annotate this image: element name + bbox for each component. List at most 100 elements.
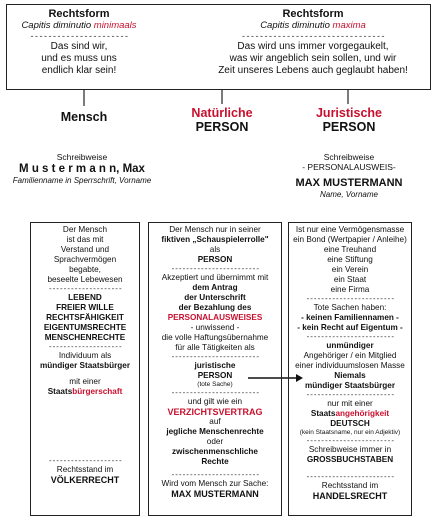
box-middle-line-1: Der Mensch nur in seiner — [169, 225, 261, 234]
box-left-individuum: Individuum als — [58, 351, 112, 360]
box-middle-zwischenmenschliche: zwischenmenschliche — [171, 447, 258, 456]
box-right-intro-1: Ist nur eine Vermögensmasse — [295, 225, 405, 234]
box-left-bold-2: FREIER WILLE — [56, 303, 114, 312]
box-right-divider-1: - - - - - - - - - - - - - - - - - - - - … — [306, 295, 394, 303]
box-middle-rechte: Rechte — [201, 457, 229, 466]
box-middle-juristische-person: PERSON — [197, 371, 233, 380]
box-left-intro-4: Sprachvermögen — [53, 255, 117, 264]
box-right-niemals: Niemals — [334, 371, 366, 380]
box-middle-haftung-1: die volle Haftungsübernahme — [161, 333, 269, 342]
box-left-divider-2: - - - - - - - - - - - - - - - - - - - - — [48, 343, 122, 351]
box-middle-haftung-2: für alle Tätigkeiten als — [175, 343, 255, 352]
box-middle-personalausweises: PERSONALAUSWEISES — [167, 313, 263, 322]
box-right-intro-3: eine Treuhand — [323, 245, 377, 254]
box-left-intro-2: ist das mit — [66, 235, 104, 244]
box-right-unmuendig: unmündiger — [326, 341, 374, 350]
box-left-divider-3: - - - - - - - - - - - - - - - - - - - - — [48, 457, 122, 465]
box-middle-verzichtsvertrag: VERZICHTSVERTRAG — [167, 407, 263, 417]
header-left-dashes: - - - - - - - - - - - - - - - - - - - - … — [30, 31, 128, 41]
box-right-kein-eigentum: - kein Recht auf Eigentum - — [297, 323, 403, 332]
box-left-intro-6: beseelte Lebewesen — [47, 275, 123, 284]
box-right-intro-2: ein Bond (Wertpapier / Anleihe) — [293, 235, 407, 244]
header-left: Rechtsform Capitis diminutio minimaals -… — [9, 8, 149, 77]
right-name-note: Name, Vorname — [320, 190, 378, 199]
box-right-divider-3: - - - - - - - - - - - - - - - - - - - - … — [306, 391, 394, 399]
box-middle-oder: oder — [206, 437, 224, 446]
box-right-staats-prefix: Staats — [310, 409, 336, 418]
header-right-line-2: was wir angeblich sein sollen, und wir — [229, 53, 397, 64]
header-left-line-3: endlich klar sein! — [41, 65, 117, 76]
box-middle-divider-3: - - - - - - - - - - - - - - - - - - - - … — [171, 389, 259, 397]
column-middle-title-1: Natürliche — [191, 106, 253, 120]
box-right-intro-5: ein Verein — [331, 265, 369, 274]
box-right: Ist nur eine Vermögensmasse ein Bond (We… — [288, 222, 412, 516]
box-middle-unterschrift: der Unterschrift — [184, 293, 246, 302]
box-middle-tote-sache: (tote Sache) — [197, 381, 233, 388]
column-right-title-2: PERSON — [322, 120, 376, 134]
header-left-line-1: Das sind wir, — [50, 41, 108, 52]
box-middle-divider-2: - - - - - - - - - - - - - - - - - - - - … — [171, 353, 259, 361]
box-right-keine-familiennamen: - keinen Familiennamen - — [301, 313, 399, 322]
box-left: Der Mensch ist das mit Verstand und Spra… — [30, 222, 140, 516]
column-middle-title-2: PERSON — [195, 120, 249, 134]
header-box: Rechtsform Capitis diminutio minimaals -… — [6, 4, 431, 90]
box-left-intro-3: Verstand und — [60, 245, 110, 254]
column-left-title: Mensch — [60, 110, 108, 124]
box-middle-max-mustermann: MAX MUSTERMANN — [171, 489, 259, 499]
box-middle-wird-vom-mensch: Wird vom Mensch zur Sache: — [161, 479, 269, 488]
header-left-subtitle-emph: minimaals — [93, 20, 137, 31]
header-right-line-1: Das wird uns immer vorgegaukelt, — [237, 41, 389, 52]
box-right-nur-mit: nur mit einer — [327, 399, 373, 408]
column-left-head: Mensch — [14, 110, 154, 124]
box-middle-akzeptiert: Akzeptiert und übernimmt mit — [161, 273, 269, 282]
column-right-title-1: Juristische — [315, 106, 382, 120]
box-left-staats-emph: bürgerschaft — [72, 387, 123, 396]
box-right-intro-7: eine Firma — [330, 285, 370, 294]
box-left-recht: VÖLKERRECHT — [50, 475, 120, 485]
box-left-bold-4: EIGENTUMSRECHTE — [43, 323, 127, 332]
header-left-line-2: und es muss uns — [41, 53, 117, 64]
box-middle-bezahlung: der Bezahlung des — [178, 303, 252, 312]
header-left-subtitle: Capitis diminutio minimaals — [9, 20, 149, 32]
box-middle-und-gilt: und gilt wie ein — [187, 397, 243, 406]
box-right-staats-emph: angehörigkeit — [335, 409, 390, 418]
header-left-title: Rechtsform — [48, 8, 110, 20]
left-name-note: Familienname in Sperrschrift, Vorname — [12, 176, 152, 185]
header-left-subtitle-prefix: Capitis diminutio — [21, 20, 94, 31]
box-right-rechtsstand: Rechtsstand im — [321, 481, 379, 490]
box-right-divider-2: - - - - - - - - - - - - - - - - - - - - … — [306, 333, 394, 341]
box-left-divider-1: - - - - - - - - - - - - - - - - - - - - — [48, 285, 122, 293]
box-right-divider-5: - - - - - - - - - - - - - - - - - - - - … — [306, 473, 394, 481]
box-middle-person: PERSON — [197, 255, 233, 264]
box-middle-unwissend: - unwissend - — [190, 323, 240, 332]
box-right-grossbuchstaben: GROSSBUCHSTABEN — [306, 455, 394, 464]
box-left-staats-prefix: Staats — [47, 387, 73, 396]
box-left-mit: mit einer — [69, 377, 101, 386]
column-middle-head: Natürliche PERSON — [160, 106, 284, 134]
box-middle-divider-1: - - - - - - - - - - - - - - - - - - - - … — [171, 265, 259, 273]
header-right-line-3: Zeit unseres Lebens auch geglaubt haben! — [218, 65, 408, 76]
box-right-angehoeriger-2: einer individuumslosen Masse — [295, 361, 405, 370]
box-right-niemals-staatsbuerger: mündiger Staatsbürger — [304, 381, 396, 390]
right-schreibweise-block: Schreibweise - PERSONALAUSWEIS- MAX MUST… — [290, 152, 408, 200]
left-schreibweise-label: Schreibweise — [56, 152, 108, 162]
box-left-bold-3: RECHTSFÄHIGKEIT — [46, 313, 124, 322]
box-left-bold-1: LEBEND — [68, 293, 102, 302]
header-right-subtitle: Capitis diminutio maxima — [197, 20, 429, 32]
box-left-intro-5: begabte, — [69, 265, 101, 274]
left-name: M u s t e r m a n n, Max — [19, 163, 145, 175]
box-right-schreibweise: Schreibweise immer in — [308, 445, 392, 454]
box-middle-menschenrechte: jegliche Menschenrechte — [166, 427, 264, 436]
column-right-head: Juristische PERSON — [290, 106, 408, 134]
box-right-deutsch-note: (kein Staatsname, nur ein Adjektiv) — [299, 429, 401, 436]
box-middle-auf: auf — [209, 417, 221, 426]
box-middle-als: als — [209, 245, 221, 254]
box-right-angehoeriger-1: Angehöriger / ein Mitglied — [303, 351, 397, 360]
header-right-title: Rechtsform — [282, 8, 344, 20]
header-right: Rechtsform Capitis diminutio maxima - - … — [197, 8, 429, 77]
left-schreibweise-block: Schreibweise M u s t e r m a n n, Max Fa… — [6, 152, 158, 186]
right-schreibweise-label: Schreibweise — [323, 152, 375, 162]
box-left-bold-5: MENSCHENRECHTE — [44, 333, 126, 342]
header-right-dashes: - - - - - - - - - - - - - - - - - - - - … — [242, 31, 384, 41]
header-right-subtitle-prefix: Capitis diminutio — [260, 20, 333, 31]
